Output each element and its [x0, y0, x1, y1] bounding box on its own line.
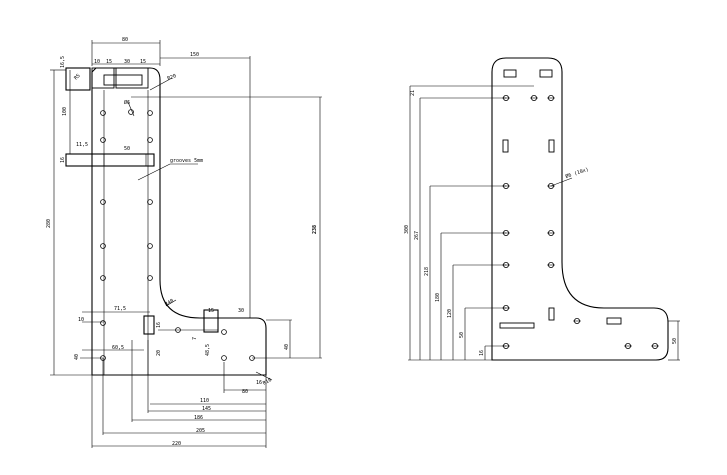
dim-text: 80 — [122, 37, 128, 43]
top-slot-2 — [115, 67, 149, 89]
dim-text: 50 — [672, 338, 678, 344]
leader-r10 — [255, 371, 273, 381]
dim-text: 10 — [94, 59, 100, 65]
right-view-texts: Ø6 (10x) 300 267 218 180 120 50 16 21 50 — [404, 90, 678, 356]
h-slot-b — [606, 317, 622, 325]
h-slot-a — [499, 322, 535, 329]
v-slot-b — [548, 139, 555, 153]
dim-text: R20 — [167, 73, 178, 82]
dim-text: 238 — [312, 225, 318, 234]
leader-hole — [127, 101, 135, 117]
right-view — [408, 57, 680, 361]
v-slot-c — [548, 307, 555, 321]
dim-text: 30 — [238, 308, 244, 314]
hole — [147, 199, 153, 205]
dim-text: 15 — [140, 59, 146, 65]
dim-text: 218 — [424, 267, 430, 276]
leader-r40 — [165, 299, 177, 307]
hole-callout: Ø6 — [124, 99, 130, 106]
hole — [100, 243, 106, 249]
left-view — [50, 40, 322, 448]
left-slot-bar — [65, 153, 155, 167]
hole — [100, 320, 106, 326]
hole — [547, 229, 555, 236]
left-view-dimension-texts: 80 150 10 15 30 15 16,5 R5 R20 100 11,5 … — [46, 37, 318, 447]
dim-text: 71,5 — [114, 306, 126, 312]
bottom-slot-box — [203, 309, 219, 333]
hole — [100, 275, 106, 281]
top-left-box — [65, 67, 91, 91]
dim-text: 30 — [124, 59, 130, 65]
dim-text: 50 — [124, 146, 130, 152]
dim-text: 50 — [459, 332, 465, 338]
hole — [100, 137, 106, 143]
dim-text: 80 — [242, 389, 248, 395]
dim-text: 15 — [106, 59, 112, 65]
right-holes — [502, 95, 659, 349]
dim-text: 7 — [192, 337, 198, 340]
hole — [547, 95, 555, 102]
hole — [530, 95, 538, 102]
dim-text: 220 — [172, 441, 181, 447]
hole — [573, 317, 581, 324]
dim-text: 205 — [196, 428, 205, 434]
hole — [651, 342, 659, 349]
dim-text: 267 — [414, 231, 420, 240]
dim-text: 16 — [479, 350, 485, 356]
dim-text: 10 — [78, 317, 84, 323]
leader-r20 — [149, 77, 173, 91]
dim-text: 20 — [156, 350, 162, 356]
dim-text: 60,5 — [112, 345, 124, 351]
dim-text: R10 — [262, 377, 273, 387]
top-slot-b — [539, 69, 553, 78]
hole-callout: Ø6 (10x) — [564, 166, 589, 180]
dim-text: 15 — [208, 308, 214, 314]
hole — [100, 110, 106, 116]
dim-text: 16 — [256, 380, 262, 386]
dim-text: R40 — [164, 298, 175, 308]
dim-text: 110 — [200, 398, 209, 404]
top-inner-rect — [103, 74, 143, 86]
dim-text: 180 — [435, 293, 441, 302]
hole — [221, 355, 227, 361]
hole — [624, 342, 632, 349]
dim-text: 16 — [156, 322, 162, 328]
dim-text: 145 — [202, 406, 211, 412]
dim-text: 40 — [284, 344, 290, 350]
dim-text: 16 — [60, 157, 66, 163]
top-slot-a — [503, 69, 517, 78]
top-slot-1 — [91, 67, 115, 89]
hole — [147, 243, 153, 249]
dim-text: 48,5 — [205, 344, 211, 356]
dim-text: 280 — [46, 219, 52, 228]
dim-text: 186 — [194, 415, 203, 421]
leader-callout — [550, 177, 573, 187]
dim-text: 120 — [447, 309, 453, 318]
dim-text: R5 — [73, 73, 82, 82]
left-holes — [100, 109, 255, 361]
hole — [147, 275, 153, 281]
bottom-slot-small — [143, 315, 155, 335]
leader-note — [137, 163, 171, 181]
dim-text: 300 — [404, 225, 410, 234]
hole — [221, 329, 227, 335]
annotation-note: grooves 5mm — [170, 158, 203, 164]
dim-text: 21 — [410, 90, 416, 96]
hole — [547, 261, 555, 268]
left-part-outline — [91, 67, 267, 376]
dim-text: 100 — [62, 107, 68, 116]
hole — [100, 199, 106, 205]
dim-text: 16,5 — [60, 56, 66, 68]
hole — [147, 110, 153, 116]
dim-text: 11,5 — [76, 142, 88, 148]
right-part-outline — [491, 57, 669, 361]
dim-text: 150 — [190, 52, 199, 58]
dim-text: 40 — [74, 354, 80, 360]
v-slot-a — [502, 139, 509, 153]
hole — [147, 137, 153, 143]
